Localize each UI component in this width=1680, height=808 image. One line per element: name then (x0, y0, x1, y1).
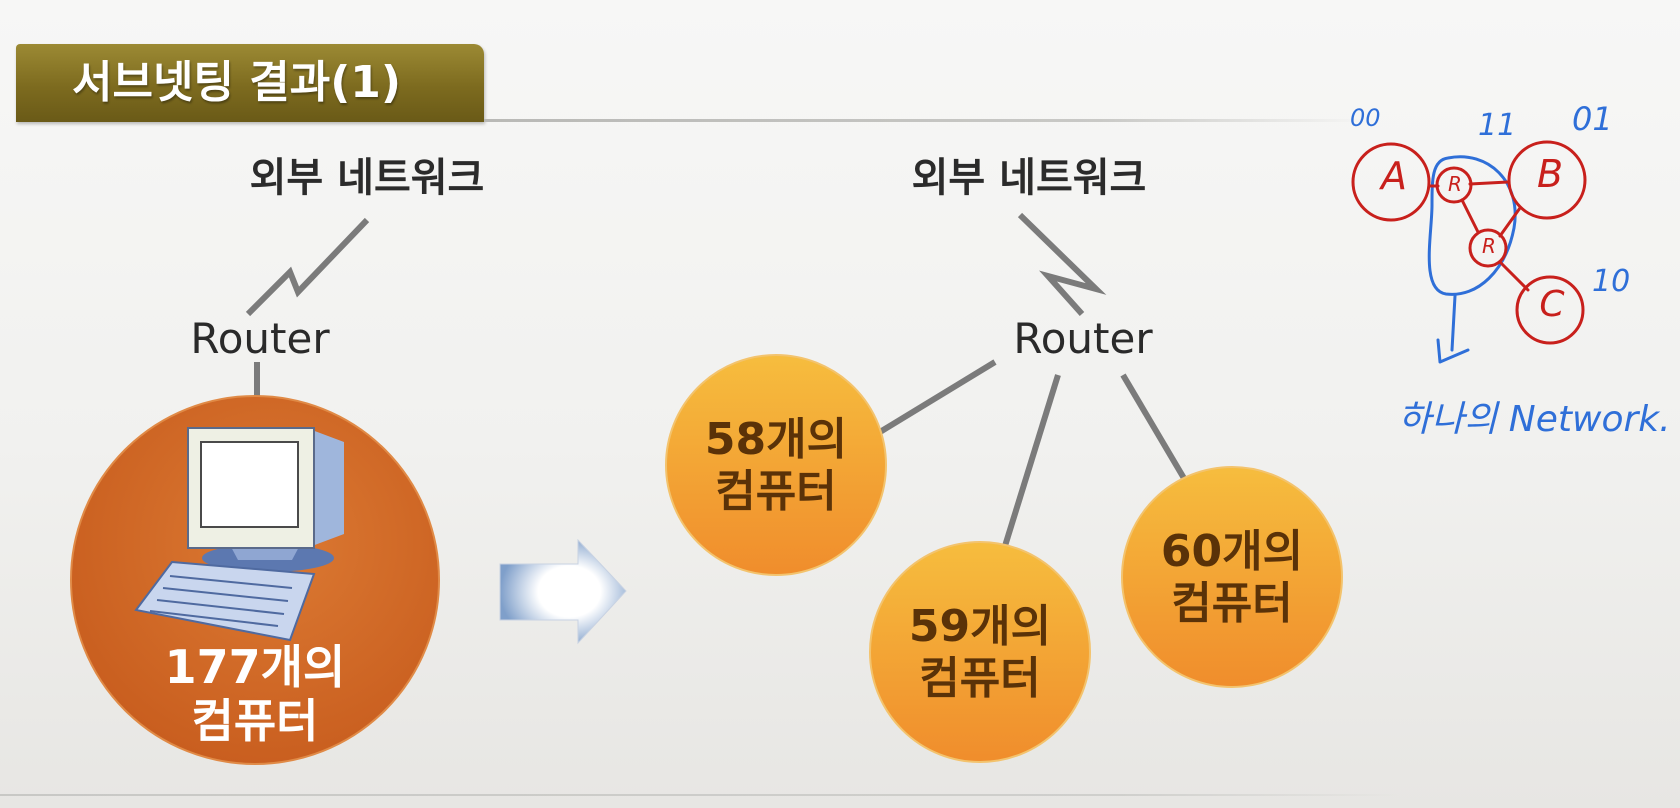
external-link-right (1017, 212, 1107, 317)
subnet-text-59: 59개의 컴퓨터 (880, 601, 1080, 705)
big-circle-count: 177개의 (164, 640, 346, 694)
annotation-caption: 하나의 Network. (1398, 399, 1671, 440)
subnet-circle-58 (665, 354, 887, 576)
transition-arrow (499, 538, 627, 645)
subnet-unit-60: 컴퓨터 (1171, 578, 1293, 629)
router-link-60 (1120, 373, 1188, 482)
external-link-left (245, 217, 370, 317)
annotation-tag-a: 00 (1350, 104, 1381, 132)
router-label-right: Router (1013, 314, 1153, 363)
subnet-count-58: 58개의 (704, 414, 848, 465)
handwritten-annotation (1351, 140, 1587, 364)
big-circle-unit: 컴퓨터 (191, 694, 319, 748)
subnet-count-59: 59개의 (908, 601, 1052, 652)
big-circle-text: 177개의 컴퓨터 (150, 640, 360, 748)
title-bar (16, 44, 484, 122)
external-network-label-left: 외부 네트워크 (249, 155, 485, 201)
router-link-58 (878, 359, 997, 435)
computer-icon (134, 427, 344, 642)
external-network-label-right: 외부 네트워크 (911, 155, 1147, 201)
footer-divider (0, 794, 1400, 796)
router-label-left: Router (190, 314, 330, 363)
slide-title: 서브넷팅 결과(1) (72, 57, 402, 108)
annotation-tag-c: 10 (1592, 264, 1631, 299)
annotation-node-a: A (1381, 154, 1407, 198)
subnet-text-58: 58개의 컴퓨터 (676, 414, 876, 518)
subnet-count-60: 60개의 (1160, 526, 1304, 577)
annotation-tag-b: 01 (1572, 100, 1613, 138)
router-link-59 (1002, 374, 1061, 547)
subnet-text-60: 60개의 컴퓨터 (1132, 526, 1332, 630)
subnet-unit-58: 컴퓨터 (715, 466, 837, 517)
annotation-router-mark-1: R (1448, 172, 1462, 196)
annotation-node-c: C (1539, 284, 1565, 325)
title-divider (484, 119, 1364, 122)
subnet-circle-60 (1121, 466, 1343, 688)
subnet-circle-59 (869, 541, 1091, 763)
annotation-tag-top: 11 (1478, 108, 1517, 143)
annotation-router-mark-2: R (1482, 234, 1496, 258)
annotation-node-b: B (1536, 152, 1564, 196)
subnet-unit-59: 컴퓨터 (919, 653, 1041, 704)
